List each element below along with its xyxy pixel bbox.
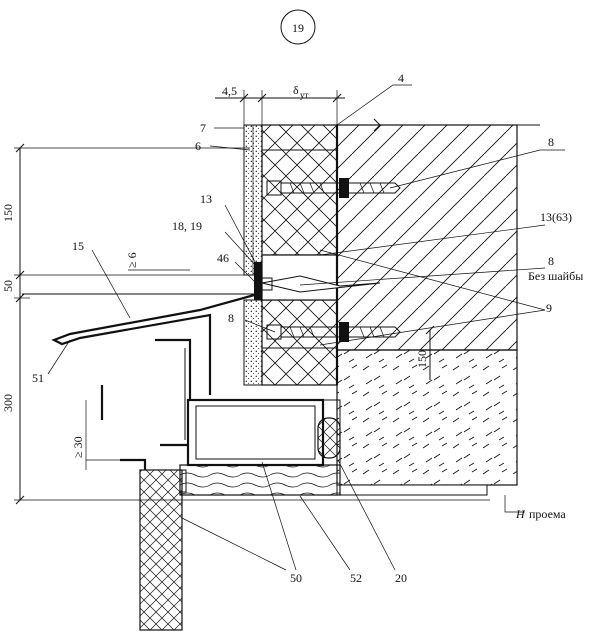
callout-52: 52: [350, 571, 362, 585]
window-frame-profile: [100, 338, 192, 470]
dim-150-left-label: 150: [1, 204, 15, 222]
callout-13: 13: [200, 192, 212, 206]
dim-300-label: 300: [1, 394, 15, 412]
callout-9: 9: [546, 301, 552, 315]
dim-delta-label: δ: [293, 83, 299, 97]
window-frame-post: [139, 469, 187, 631]
opening-text-label: проема: [529, 507, 566, 521]
dim-ge6-label: ≥ 6: [125, 252, 139, 268]
callout-20: 20: [395, 571, 407, 585]
steel-box-lintel: [186, 398, 341, 470]
anchor-dowel-lower: [266, 322, 401, 342]
callout-8-low: 8: [228, 311, 234, 325]
dim-4-5-label: 4,5: [222, 84, 237, 98]
callout-4: 4: [398, 71, 404, 85]
dim-150-right-label: 150: [415, 350, 429, 368]
annotation-labels: 4,5 δ ут 150 50 300 ≥ 6 ≥ 30 150 4 7 6 8…: [1, 71, 583, 585]
node-number-text: 19: [292, 21, 304, 35]
drip-sheet: [22, 262, 262, 395]
callout-6: 6: [195, 139, 201, 153]
dim-ge30-label: ≥ 30: [71, 436, 85, 458]
dim-50-label: 50: [1, 280, 15, 292]
callout-15: 15: [72, 239, 84, 253]
callout-50: 50: [290, 571, 302, 585]
dimension-lines-top: [215, 90, 345, 125]
opening-H-label: H: [515, 507, 526, 521]
callout-8-top: 8: [548, 135, 554, 149]
callout-7: 7: [200, 121, 206, 135]
callout-46: 46: [217, 251, 229, 265]
callout-13-63: 13(63): [540, 210, 572, 224]
callout-51: 51: [32, 371, 44, 385]
callout-8-mid: 8: [548, 254, 554, 268]
anchor-dowel-upper: [266, 178, 401, 198]
node-number-marker: 19: [280, 9, 316, 45]
callout-18-19: 18, 19: [172, 219, 202, 233]
dimension-lines-left: [14, 143, 490, 505]
masonry-wall: [336, 118, 540, 351]
leader-lines: [47, 84, 565, 571]
concrete-lintel: [336, 349, 518, 496]
callout-no-washer: Без шайбы: [528, 269, 583, 283]
wooden-block: [179, 464, 341, 496]
thermal-insulation: [261, 124, 339, 386]
sealing-cord: [317, 417, 341, 459]
dim-delta-sub-label: ут: [300, 90, 309, 100]
plaster-layers: [243, 124, 263, 386]
